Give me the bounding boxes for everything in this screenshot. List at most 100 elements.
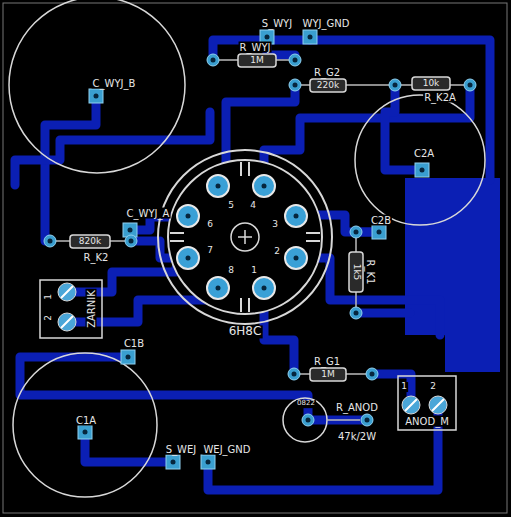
- solder-pad: [366, 368, 378, 380]
- part-name: C2A: [413, 148, 435, 159]
- solder-pad: [44, 235, 56, 247]
- drill-hole: [293, 58, 298, 63]
- solder-pad: [121, 350, 135, 364]
- pin-number: 5: [227, 201, 235, 211]
- solder-pad: [464, 79, 476, 91]
- part-value: 10k: [422, 79, 441, 89]
- drill-hole: [294, 214, 299, 219]
- solder-pad: [166, 455, 180, 469]
- drill-hole: [186, 256, 191, 261]
- part-name: C1A: [75, 415, 97, 426]
- drill-hole: [126, 355, 131, 360]
- pin-number: 2: [44, 314, 54, 322]
- pin-number: 8: [227, 266, 235, 276]
- solder-pad: [201, 455, 215, 469]
- drill-hole: [83, 430, 88, 435]
- part-name: R_K2: [83, 252, 110, 263]
- socket-pin: [253, 175, 275, 197]
- part-marking: 0822: [296, 400, 316, 408]
- drill-hole: [128, 228, 133, 233]
- part-name: C2B: [370, 215, 392, 226]
- pin-number: 2: [429, 382, 437, 392]
- drill-hole: [354, 311, 359, 316]
- drill-hole: [216, 184, 221, 189]
- socket-pin: [285, 205, 307, 227]
- part-name: R_K2A: [423, 92, 457, 103]
- drill-hole: [262, 184, 267, 189]
- solder-pad: [207, 54, 219, 66]
- pin-number: 7: [206, 246, 214, 256]
- solder-pad: [289, 54, 301, 66]
- drill-hole: [308, 35, 313, 40]
- drill-hole: [94, 94, 99, 99]
- drill-hole: [262, 286, 267, 291]
- socket-pin: [285, 247, 307, 269]
- solder-pad: [350, 226, 362, 238]
- drill-hole: [216, 286, 221, 291]
- drill-hole: [294, 256, 299, 261]
- part-name: R_ANOD: [335, 402, 379, 413]
- part-value: 1M: [320, 370, 336, 380]
- connector-name: ZARNIK: [86, 289, 97, 329]
- signal-name: WYJ_GND: [302, 18, 351, 29]
- solder-pad: [89, 89, 103, 103]
- drill-hole: [354, 230, 359, 235]
- socket-pin: [253, 277, 275, 299]
- drill-hole: [171, 460, 176, 465]
- part-name: R_G1: [313, 356, 341, 367]
- drill-hole: [211, 58, 216, 63]
- signal-name: S_WYJ: [261, 18, 293, 29]
- capacitor-outline: [9, 0, 485, 497]
- solder-pad: [302, 414, 314, 426]
- signal-name: S_WEJ: [165, 444, 198, 455]
- solder-pad: [372, 225, 386, 239]
- part-name: C_WYJ_A: [126, 208, 171, 219]
- solder-pad: [125, 235, 137, 247]
- pin-number: 3: [271, 220, 279, 230]
- part-name: C1B: [123, 338, 145, 349]
- signal-name: WEJ_GND: [202, 444, 251, 455]
- part-name: R_K1: [365, 259, 376, 286]
- drill-hole: [420, 168, 425, 173]
- socket-pin: [207, 277, 229, 299]
- board-outline: [3, 3, 507, 513]
- pads: [44, 30, 476, 469]
- drill-hole: [292, 372, 297, 377]
- drill-hole: [370, 372, 375, 377]
- drill-hole: [377, 230, 382, 235]
- drill-hole: [365, 418, 370, 423]
- solder-pad: [361, 414, 373, 426]
- drill-hole: [206, 460, 211, 465]
- drill-hole: [468, 83, 473, 88]
- solder-pad: [78, 425, 92, 439]
- pin-number: 1: [44, 293, 54, 301]
- tube-socket: [158, 150, 332, 324]
- drill-hole: [265, 35, 270, 40]
- socket-pin: [177, 205, 199, 227]
- solder-pad: [303, 30, 317, 44]
- drill-hole: [48, 239, 53, 244]
- socket-pin: [207, 175, 229, 197]
- drill-hole: [129, 239, 134, 244]
- ground-plane: [405, 178, 500, 372]
- part-value: 1k5: [351, 263, 361, 282]
- drill-hole: [306, 418, 311, 423]
- connector-name: ANOD_M: [404, 416, 450, 427]
- solder-pad: [415, 163, 429, 177]
- solder-pad: [350, 307, 362, 319]
- part-value: 1M: [249, 56, 265, 66]
- part-name: C_WYJ_B: [92, 78, 137, 89]
- pin-number: 6: [206, 220, 214, 230]
- terminal-block: [40, 280, 456, 430]
- part-name: R_G2: [313, 67, 341, 78]
- part-value: 820k: [78, 237, 102, 247]
- drill-hole: [293, 83, 298, 88]
- solder-pad: [389, 79, 401, 91]
- pin-number: 1: [400, 382, 408, 392]
- pin-number: 1: [250, 266, 258, 276]
- solder-pad: [288, 368, 300, 380]
- part-value: 220k: [316, 81, 340, 91]
- resistor-body: [50, 54, 470, 381]
- copper-traces: [15, 37, 490, 490]
